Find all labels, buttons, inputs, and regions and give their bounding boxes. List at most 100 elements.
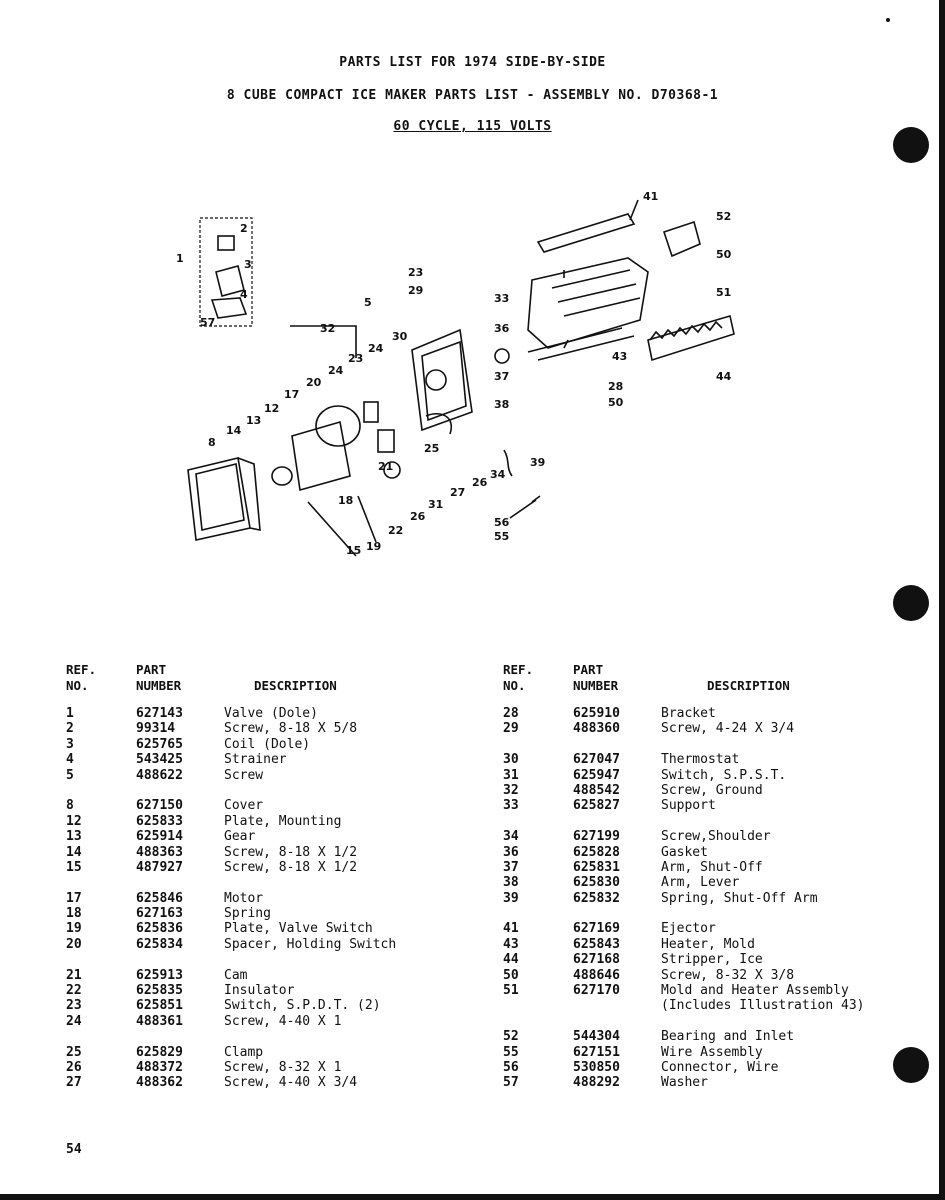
description: Switch, S.P.D.T. (2) [224,998,381,1014]
svg-text:1: 1 [176,252,184,265]
page-number: 54 [66,1142,82,1157]
ref-no: 30 [503,752,519,768]
table-row: (Includes Illustration 43) [503,998,903,1013]
scan-speck [886,18,890,22]
ref-no: 51 [503,983,519,999]
description: Screw [224,767,264,783]
svg-text:4: 4 [240,288,248,301]
description: Support [661,798,716,814]
table-row: 55 627151 Wire Assembly [503,1045,903,1060]
description: Thermostat [661,752,740,768]
part-number: 627143 [136,706,183,721]
svg-text:17: 17 [284,388,299,401]
svg-text:20: 20 [306,376,322,389]
part-number: 627163 [136,906,183,922]
description: Washer [661,1075,708,1091]
description: Cam [224,967,248,983]
description: Switch, S.P.S.T. [661,767,787,783]
ref-no: 14 [66,844,82,860]
part-number: 488292 [573,1075,620,1091]
ref-no: 31 [503,767,519,783]
ref-no: 19 [66,921,82,937]
part-number: 625830 [573,875,620,891]
description: Ejector [661,921,716,937]
ref-no [503,998,573,1013]
part-number: 543425 [136,752,183,768]
ref-no: 5 [66,767,74,783]
group-spacer [503,814,903,829]
svg-text:18: 18 [338,494,353,507]
ref-no: 32 [503,782,519,798]
col-desc-header: DESCRIPTION [254,678,337,693]
ref-no: 3 [66,736,74,752]
part-number: 627151 [573,1044,620,1060]
svg-text:14: 14 [226,424,242,437]
svg-text:28: 28 [608,380,623,393]
group-spacer [503,737,903,752]
punch-hole-bottom [893,1047,929,1083]
ref-no: 39 [503,890,519,906]
ref-no: 18 [66,906,82,922]
part-number: 488363 [136,844,183,860]
col-desc-header: DESCRIPTION [707,678,790,693]
svg-text:39: 39 [530,456,545,469]
svg-text:50: 50 [716,248,732,261]
part-number [573,998,661,1013]
ref-no: 27 [66,1075,82,1091]
svg-text:19: 19 [366,540,381,553]
svg-text:23: 23 [408,266,423,279]
svg-text:43: 43 [612,350,627,363]
part-number: 625834 [136,936,183,952]
svg-text:33: 33 [494,292,509,305]
ref-no: 34 [503,829,519,845]
part-number: 625947 [573,767,620,783]
svg-text:24: 24 [368,342,384,355]
part-number: 625851 [136,998,183,1014]
table-row: 26 488372 Screw, 8-32 X 1 [66,1060,446,1075]
description: Wire Assembly [661,1044,763,1060]
svg-text:52: 52 [716,210,731,223]
description: Screw, 8-32 X 1 [224,1059,342,1075]
svg-text:41: 41 [643,190,658,203]
svg-text:57: 57 [200,316,215,329]
description: Screw, 4-40 X 1 [224,1013,342,1029]
part-number: 488372 [136,1059,183,1075]
ref-no: 55 [503,1044,519,1060]
part-number: 488622 [136,767,183,783]
ref-no: 1 [66,706,74,721]
part-number: 627199 [573,829,620,845]
part-number: 627170 [573,983,620,999]
part-number: 625836 [136,921,183,937]
col-ref-header: REF.NO. [503,662,534,693]
svg-text:13: 13 [246,414,261,427]
part-number: 625835 [136,983,183,999]
svg-text:32: 32 [320,322,335,335]
description: Motor [224,890,264,906]
ref-no: 26 [66,1059,82,1075]
ref-no: 25 [66,1044,82,1060]
table-row: 5 488622 Screw [66,768,446,783]
ref-no: 17 [66,890,82,906]
part-number: 625827 [573,798,620,814]
